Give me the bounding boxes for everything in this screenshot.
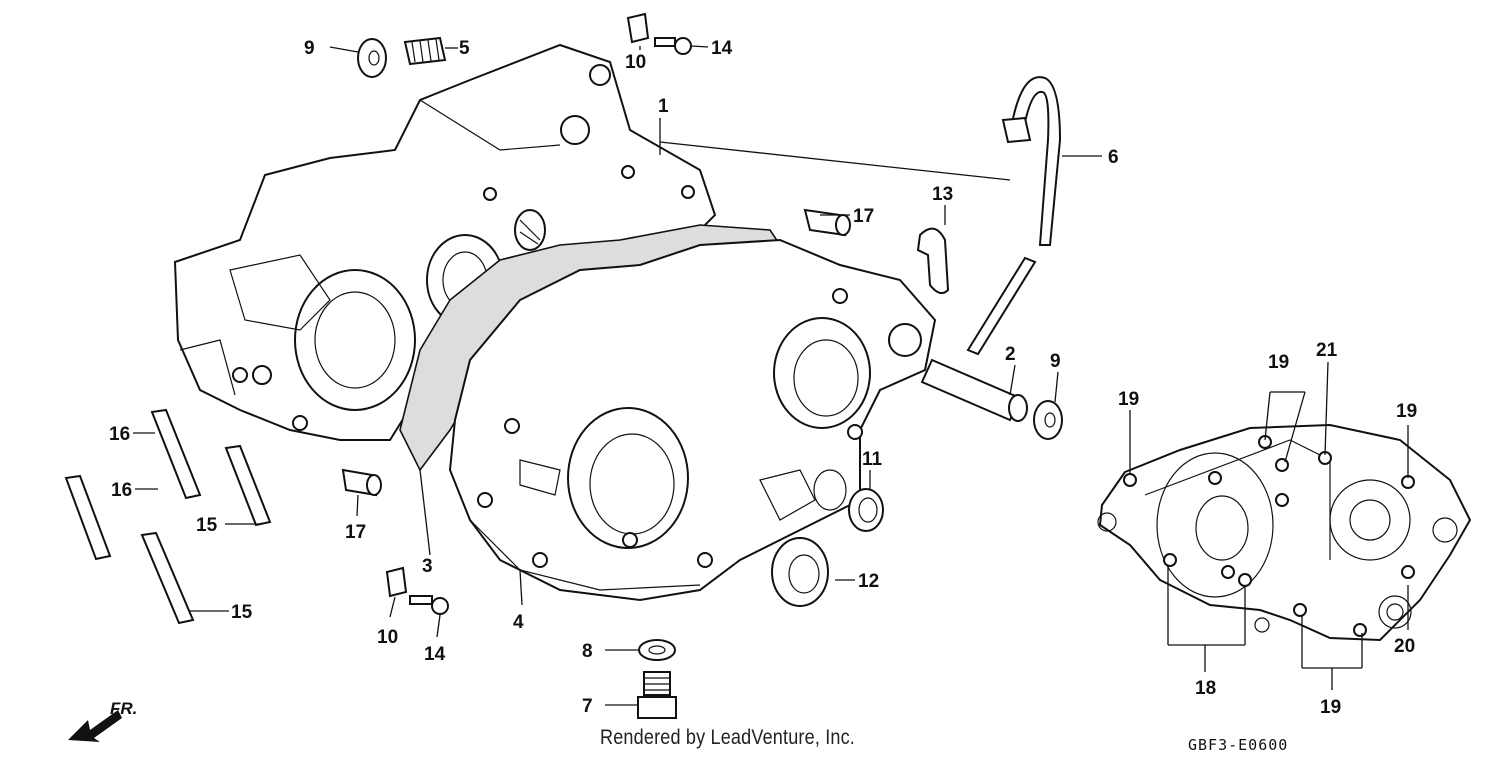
callout-9-top: 9 [304,38,315,59]
callout-8: 8 [582,641,593,662]
drain-bolt-7 [637,671,677,719]
case-bearing [514,209,546,251]
hose-clamp-13 [916,227,950,295]
breather-tube-6 [966,76,1062,356]
callout-17-bottom: 17 [345,522,366,543]
callout-9-right: 9 [1050,351,1061,372]
oil-seal-12 [771,537,829,607]
washer-9-top [357,38,387,78]
callout-13: 13 [932,184,953,205]
dowel-pin-17-top [803,208,851,237]
callout-14-top: 14 [711,38,733,59]
callout-7: 7 [582,696,593,717]
callout-17-top: 17 [853,206,874,227]
callout-5: 5 [459,38,470,59]
callout-6: 6 [1108,147,1119,168]
callout-4: 4 [513,612,524,633]
collar-2 [920,358,1028,422]
callout-12: 12 [858,571,879,592]
sealing-washer-8 [638,639,676,661]
callout-15-upper: 15 [196,515,218,536]
credit-text: Rendered by LeadVenture, Inc. [600,726,856,749]
needle-bearing-5 [403,36,447,66]
front-direction-label: FR. [110,699,137,718]
callout-16-upper: 16 [109,424,130,445]
callout-2: 2 [1005,344,1016,365]
callout-1: 1 [658,96,669,117]
callout-19-right: 19 [1396,401,1417,422]
diagram-code: GBF3-E0600 [1188,736,1289,754]
callout-3: 3 [422,556,433,577]
oil-seal-11 [848,488,884,532]
leader-lines [133,45,1409,706]
callout-20: 20 [1394,636,1415,657]
bracket-bolt-top [626,12,692,55]
callout-16-lower: 16 [111,480,132,501]
callout-19-left: 19 [1118,389,1139,410]
crankcase-outer-view [1097,423,1472,642]
left-crankcase-half [173,43,717,441]
callout-19-bottom: 19 [1320,697,1341,718]
callout-11: 11 [862,449,883,470]
bracket-bolt-bottom [385,566,449,615]
callout-10-top: 10 [625,52,646,73]
right-crankcase-half [448,238,937,602]
callout-14-bottom: 14 [424,644,446,665]
callout-18: 18 [1195,678,1216,699]
stud-bolts [64,408,272,625]
front-direction-arrow-icon: FR. [68,699,137,742]
callout-21: 21 [1316,340,1338,361]
callout-labels: 1 2 3 4 5 6 7 8 9 9 10 10 11 12 13 14 14… [109,38,1417,718]
callout-19-top: 19 [1268,352,1289,373]
dowel-pin-17-bottom [341,468,382,497]
washer-9-right [1033,400,1063,440]
callout-15-lower: 15 [231,602,253,623]
callout-10-bottom: 10 [377,627,398,648]
